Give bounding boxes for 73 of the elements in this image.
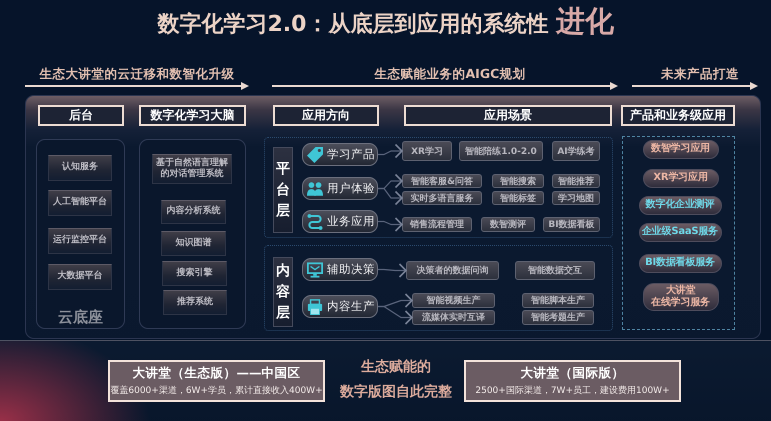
product-pill: BI数据看板服务	[638, 254, 722, 272]
scene-box: 智能考题生产	[522, 310, 594, 325]
scene-box: 智能客服&问答	[402, 174, 482, 188]
phase-heading: 未来产品打造	[661, 66, 739, 82]
direction-label: 学习产品	[327, 147, 375, 162]
info-box	[464, 360, 681, 402]
scene-box: 智能陪练1.0-2.0	[459, 141, 543, 161]
scene-box: 销售流程管理	[402, 217, 472, 232]
product-pill: 大讲堂在线学习服务	[642, 282, 718, 310]
module-box: 认知服务	[48, 155, 112, 181]
scene-box: 智能推荐	[552, 174, 600, 188]
direction-label: 用户体验	[327, 181, 375, 196]
scene-box: 智能数据交互	[515, 261, 595, 280]
rounded-panel	[36, 139, 125, 329]
direction-pill	[302, 177, 378, 200]
scene-box: 流媒体实时互译	[412, 310, 495, 325]
scene-box: XR学习	[402, 141, 452, 161]
column-header: 产品和业务级应用	[621, 105, 735, 126]
chevron-arrow	[378, 188, 403, 206]
scene-box: 实时多语言服务	[402, 191, 482, 205]
direction-label: 辅助决策	[327, 262, 375, 277]
scene-box: 智能标签	[492, 191, 544, 205]
module-box: 搜索引擎	[162, 261, 227, 286]
scene-box: 智能搜索	[492, 174, 544, 188]
dashed-panel	[622, 136, 735, 330]
direction-pill	[302, 143, 378, 166]
dotted-region	[264, 245, 613, 331]
phase-heading: 生态大讲堂的云迁移和数智化升级	[40, 66, 234, 82]
title: 数字化学习2.0：从底层到应用的系统性 进化	[158, 5, 614, 40]
rounded-panel	[139, 139, 246, 329]
module-box: 推荐系统	[163, 290, 227, 315]
scene-box: AI学练考	[552, 141, 600, 161]
product-pill: 企业级SaaS服务	[638, 222, 722, 242]
scene-box: BI数据看板	[543, 217, 600, 232]
direction-pill	[302, 210, 378, 233]
module-box: 基于自然语言理解的对话管理系统	[152, 154, 232, 184]
scene-box: 学习地图	[552, 191, 600, 205]
main-panel	[25, 95, 761, 339]
direction-label: 内容生产	[327, 299, 375, 314]
chevron-arrow	[378, 263, 407, 278]
column-header: 应用方向	[273, 105, 379, 126]
info-box	[108, 360, 325, 402]
scene-box: 数智测评	[481, 217, 535, 232]
product-pill: 数字化企业测评	[638, 196, 722, 214]
scene-box: 智能视频生产	[412, 293, 495, 308]
chevron-arrow	[378, 217, 403, 232]
chevron-arrow	[378, 306, 413, 325]
phase-heading: 生态赋能业务的AIGC规划	[374, 66, 526, 82]
column-header: 应用场景	[404, 105, 612, 126]
column-header: 数字化学习大脑	[139, 105, 246, 126]
module-box: 人工智能平台	[48, 190, 112, 216]
module-box: 大数据平台	[48, 264, 112, 290]
layer-label-box: 内容层	[273, 257, 293, 327]
chevron-arrow	[378, 144, 403, 158]
info-text: 2500+国际渠道，7W+员工，建设费用100W+	[475, 384, 670, 397]
product-pill: XR学习应用	[642, 168, 718, 188]
module-box: 内容分析系统	[161, 200, 226, 224]
direction-pill	[302, 258, 378, 281]
info-heading: 大讲堂（生态版）——中国区	[132, 365, 300, 382]
dotted-region	[264, 137, 613, 238]
module-box: 知识图谱	[161, 231, 226, 256]
info-text: 覆盖6000+渠道，6W+学员，累计直接收入400W+	[110, 384, 323, 397]
module-box: 运行监控平台	[48, 228, 112, 254]
panel-caption: 云底座	[58, 307, 103, 327]
layer-label-box: 平台层	[273, 147, 293, 233]
summary-text: 生态赋能的数字版图自此完整	[338, 358, 454, 402]
direction-label: 业务应用	[327, 214, 375, 229]
column-header: 后台	[38, 105, 124, 126]
direction-pill	[302, 295, 378, 318]
scene-box: 决策者的数据问询	[406, 261, 499, 280]
info-heading: 大讲堂（国际版）	[520, 365, 624, 382]
product-pill: 数智学习应用	[642, 140, 718, 158]
scene-box: 智能脚本生产	[522, 293, 594, 308]
